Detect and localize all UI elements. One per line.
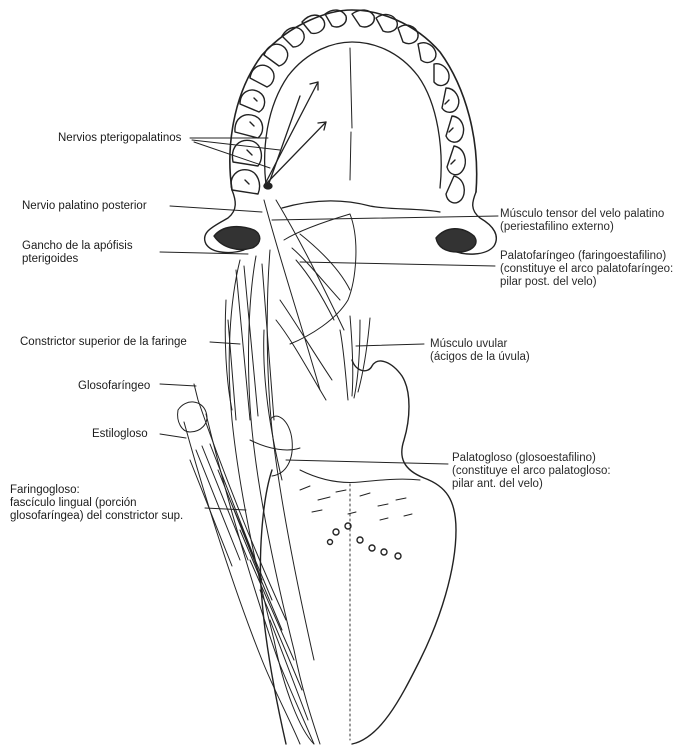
label-constrictor-superior: Constrictor superior de la faringe	[20, 336, 187, 349]
uvula-tongue-outline	[260, 360, 456, 744]
label-estilogloso: Estilogloso	[92, 428, 148, 441]
dental-arch	[230, 10, 477, 203]
label-palatofaringeo: Palatofaríngeo (faringoestafilino) (cons…	[500, 250, 673, 289]
label-musculo-tensor-velo-palatino: Músculo tensor del velo palatino (peries…	[500, 208, 664, 234]
label-nervio-palatino-posterior: Nervio palatino posterior	[22, 200, 147, 213]
label-glosofaringeo: Glosofaríngeo	[78, 380, 150, 393]
label-nervios-pterigopalatinos: Nervios pterigopalatinos	[58, 132, 181, 145]
label-musculo-uvular: Músculo uvular (ácigos de la úvula)	[430, 338, 530, 364]
leader-lines	[160, 138, 498, 510]
soft-palate-outline	[205, 190, 497, 254]
nerve-arrows	[264, 82, 326, 189]
muscle-bundles	[178, 214, 370, 744]
label-gancho-apofisis-pterigoides: Gancho de la apófisis pterigoides	[22, 240, 133, 266]
label-palatogloso: Palatogloso (glosoestafilino) (constituy…	[452, 452, 611, 491]
label-faringogloso: Faringogloso: fascículo lingual (porción…	[10, 484, 183, 523]
